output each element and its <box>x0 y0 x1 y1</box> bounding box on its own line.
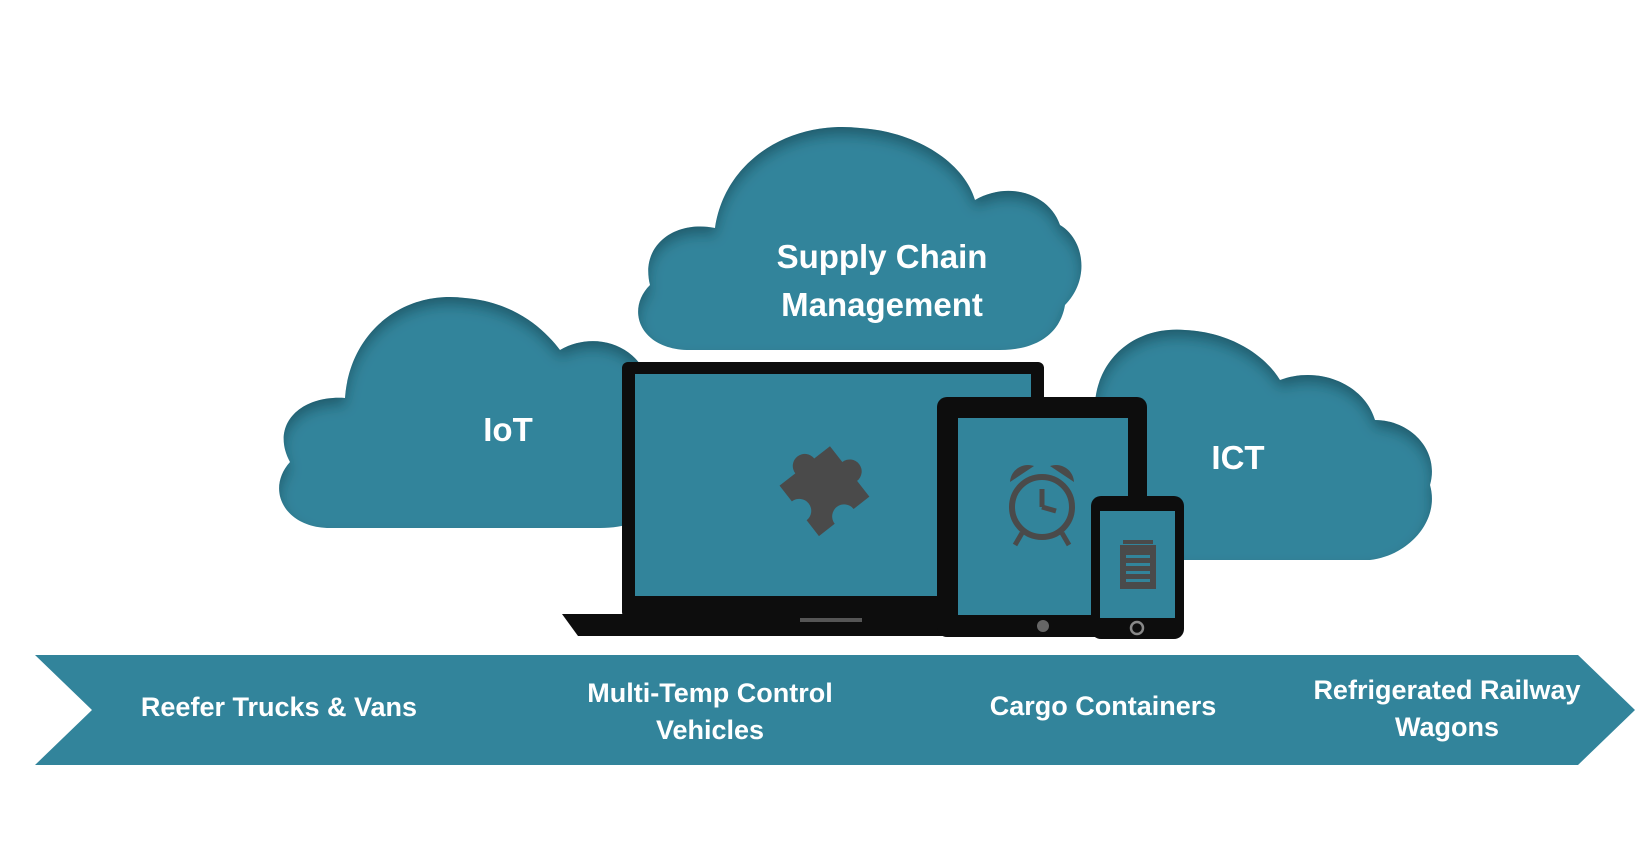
arrow-item-2-line2: Vehicles <box>656 715 764 745</box>
arrow-item-4-line2: Wagons <box>1395 712 1499 742</box>
cloud-top-label-line1: Supply Chain <box>777 238 988 275</box>
cloud-left <box>279 296 688 528</box>
cloud-left-label: IoT <box>483 411 532 448</box>
cloud-right-label: ICT <box>1211 439 1264 476</box>
arrow-item-4-line1: Refrigerated Railway <box>1313 675 1580 705</box>
cloud-top <box>638 126 1082 350</box>
alarm-clock-icon <box>1009 464 1075 547</box>
phone <box>1091 496 1184 639</box>
puzzle-piece-icon <box>779 446 870 537</box>
cloud-top-label-line2: Management <box>781 286 983 323</box>
arrow-item-2-line1: Multi-Temp Control <box>587 678 832 708</box>
arrow-item-1-line1: Reefer Trucks & Vans <box>141 692 417 722</box>
notepad-icon <box>1120 540 1156 589</box>
transport-arrow-banner <box>35 655 1635 765</box>
arrow-item-3-line1: Cargo Containers <box>990 691 1217 721</box>
